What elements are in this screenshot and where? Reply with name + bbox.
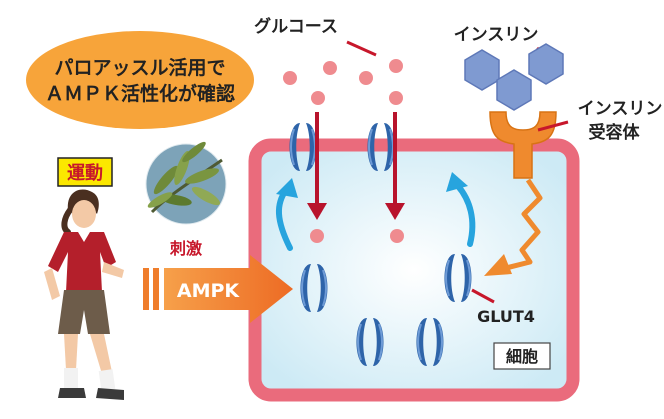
ampk-label: AMPK <box>177 280 241 302</box>
insulin-hexagon-icon <box>528 43 564 85</box>
glucose-dot <box>389 91 403 105</box>
glucose-dot <box>283 71 297 85</box>
glucose-label: グルコース <box>254 16 338 37</box>
insulin-hexagon-icon <box>496 69 532 111</box>
glucose-dot <box>359 71 373 85</box>
exercise-label: 運動 <box>57 157 113 187</box>
glucose-dot <box>323 61 337 75</box>
lightning-signal-icon <box>499 178 543 271</box>
cell-label-box <box>493 342 551 370</box>
glucose-dot <box>390 229 404 243</box>
glucose-dot <box>311 91 325 105</box>
stimulus-label: 刺激 <box>169 239 202 258</box>
translocation-arrows <box>275 172 476 251</box>
olive-branch-photo <box>145 141 227 225</box>
runner-figure <box>44 189 124 400</box>
glucose-dots-outside <box>283 59 403 105</box>
glut4-label: GLUT4 <box>477 307 535 326</box>
callout-bubble: パロアッスル活用で ＡＭＰＫ活性化が確認 <box>26 31 254 129</box>
ampk-arrow: AMPK <box>143 255 293 323</box>
insulin-label: インスリン <box>454 25 539 45</box>
glucose-influx-arrows <box>307 112 405 220</box>
glucose-dot <box>310 229 324 243</box>
callout-line1: パロアッスル活用で <box>54 56 225 79</box>
glucose-dot <box>389 59 403 73</box>
insulin-receptor-label-2: 受容体 <box>589 122 641 143</box>
lightning-signal <box>484 178 543 276</box>
receptor-leader-line <box>537 120 569 132</box>
glucose-leader-line <box>346 40 377 57</box>
callout-ellipse <box>26 31 254 129</box>
glucose-dots-inside <box>310 229 404 243</box>
insulin-hexagons <box>464 43 564 111</box>
exercise-label-text: 運動 <box>67 162 103 184</box>
exercise-label-box <box>57 157 113 187</box>
cell-label: 細胞 <box>493 342 551 370</box>
insulin-receptor-label-1: インスリン <box>578 99 663 119</box>
cell-label-text: 細胞 <box>506 347 538 366</box>
insulin-hexagon-icon <box>464 49 500 91</box>
callout-line2: ＡＭＰＫ活性化が確認 <box>45 82 235 105</box>
glut4-leader-line <box>471 288 495 304</box>
